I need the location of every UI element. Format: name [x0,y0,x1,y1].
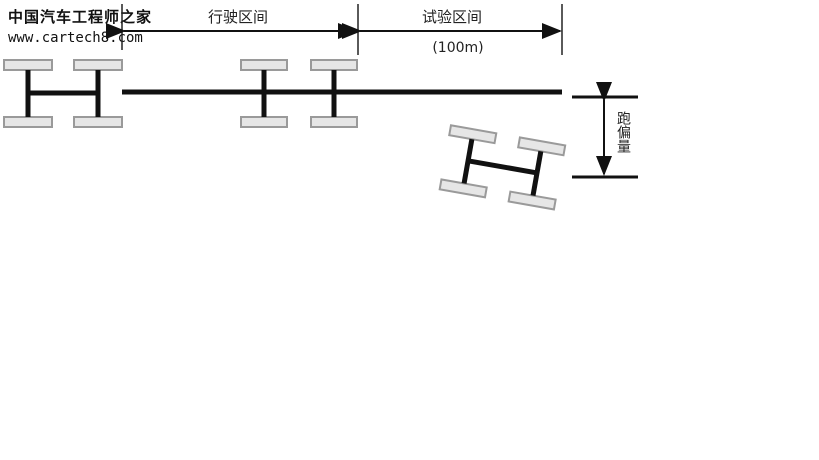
deviation-label: 跑偏量 [615,111,631,153]
watermark-title: 中国汽车工程师之家 [8,8,153,26]
vehicle-on-line [240,59,358,128]
test-length-label: (100m) [432,40,483,56]
vehicle-start [3,59,123,128]
vehicle-deviated [438,124,567,211]
test-section-label: 试验区间 [422,8,482,26]
driving-section-label: 行驶区间 [208,8,268,26]
